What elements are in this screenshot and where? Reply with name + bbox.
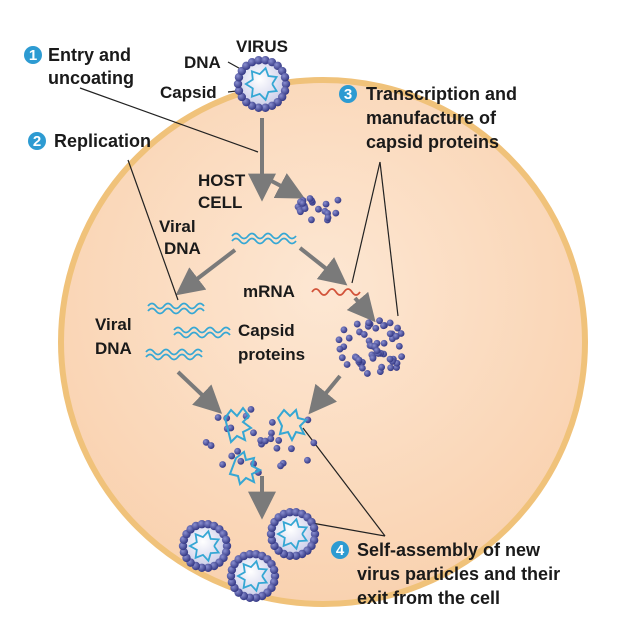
svg-text:1: 1 [29, 47, 37, 64]
process-arrows [175, 118, 376, 520]
leader-transcription-1 [351, 161, 381, 284]
arrow-to-capsid-proteins [261, 173, 305, 199]
label-dna: DNA [184, 53, 221, 72]
leader-entry [79, 87, 259, 153]
leader-assembly-1 [302, 427, 386, 537]
step-3-line-2: manufacture of [366, 108, 497, 128]
step-4-caption: 4 Self-assembly of new virus particles a… [331, 540, 560, 608]
capsid-protein-clusters [202, 195, 406, 476]
arrow-mrna-to-proteins [346, 291, 376, 323]
step-4-line-1: Self-assembly of new [357, 540, 541, 560]
svg-text:4: 4 [336, 542, 345, 559]
step-4-line-3: exit from the cell [357, 588, 500, 608]
label-capsid-proteins-2: proteins [238, 345, 305, 364]
arrow-dna-to-assembly [176, 370, 223, 414]
step-1-line-1: Entry and [48, 45, 131, 65]
virus-infecting [233, 56, 291, 112]
virus-particles [178, 56, 320, 602]
nucleic-acids [145, 232, 361, 361]
virus-released-3 [226, 550, 280, 602]
replicated-dna-strands [145, 302, 231, 361]
label-virus: VIRUS [236, 37, 288, 56]
arrow-to-mrna [298, 246, 348, 286]
label-viral-dna-bottom-1: Viral [95, 315, 132, 334]
step-2-line-1: Replication [54, 131, 151, 151]
label-capsid-proteins-1: Capsid [238, 321, 295, 340]
step-3-badge: 3 [339, 85, 357, 103]
protein-cluster-large [335, 317, 406, 377]
step-3-caption: 3 Transcription and manufacture of capsi… [339, 84, 517, 152]
leader-replication [127, 159, 179, 301]
step-3-line-3: capsid proteins [366, 132, 499, 152]
leader-lines [79, 61, 399, 537]
assembling-dna-3 [228, 450, 263, 486]
svg-text:2: 2 [33, 133, 41, 150]
arrow-to-replication [175, 248, 237, 296]
protein-cluster-small [294, 195, 342, 224]
label-viral-dna-top-1: Viral [159, 217, 196, 236]
step-1-badge: 1 [24, 46, 42, 64]
step-1-caption: 1 Entry and uncoating [24, 45, 134, 88]
host-cell [58, 77, 588, 607]
label-viral-dna-bottom-2: DNA [95, 339, 132, 358]
mrna-strand [311, 288, 361, 296]
assembling-dna-1 [223, 406, 253, 444]
viral-dna-strand [231, 232, 297, 245]
assembling-dna-2 [276, 408, 308, 443]
step-2-caption: 2 Replication [28, 131, 151, 151]
assembly-site [223, 406, 308, 486]
label-viral-dna-top-2: DNA [164, 239, 201, 258]
label-host-cell-2: CELL [198, 193, 242, 212]
step-4-line-2: virus particles and their [357, 564, 560, 584]
leader-transcription-2 [379, 161, 399, 317]
step-4-badge: 4 [331, 541, 349, 559]
step-2-badge: 2 [28, 132, 46, 150]
label-mrna: mRNA [243, 282, 295, 301]
step-1-line-2: uncoating [48, 68, 134, 88]
label-capsid: Capsid [160, 83, 217, 102]
label-host-cell-1: HOST [198, 171, 246, 190]
step-3-line-1: Transcription and [366, 84, 517, 104]
virus-released-1 [178, 520, 232, 572]
virus-released-2 [266, 508, 320, 560]
arrow-proteins-to-assembly [308, 374, 342, 415]
svg-text:3: 3 [344, 86, 352, 103]
protein-cluster-assembly [202, 405, 318, 476]
labels: VIRUS DNA Capsid HOST CELL Viral DNA mRN… [95, 37, 305, 364]
